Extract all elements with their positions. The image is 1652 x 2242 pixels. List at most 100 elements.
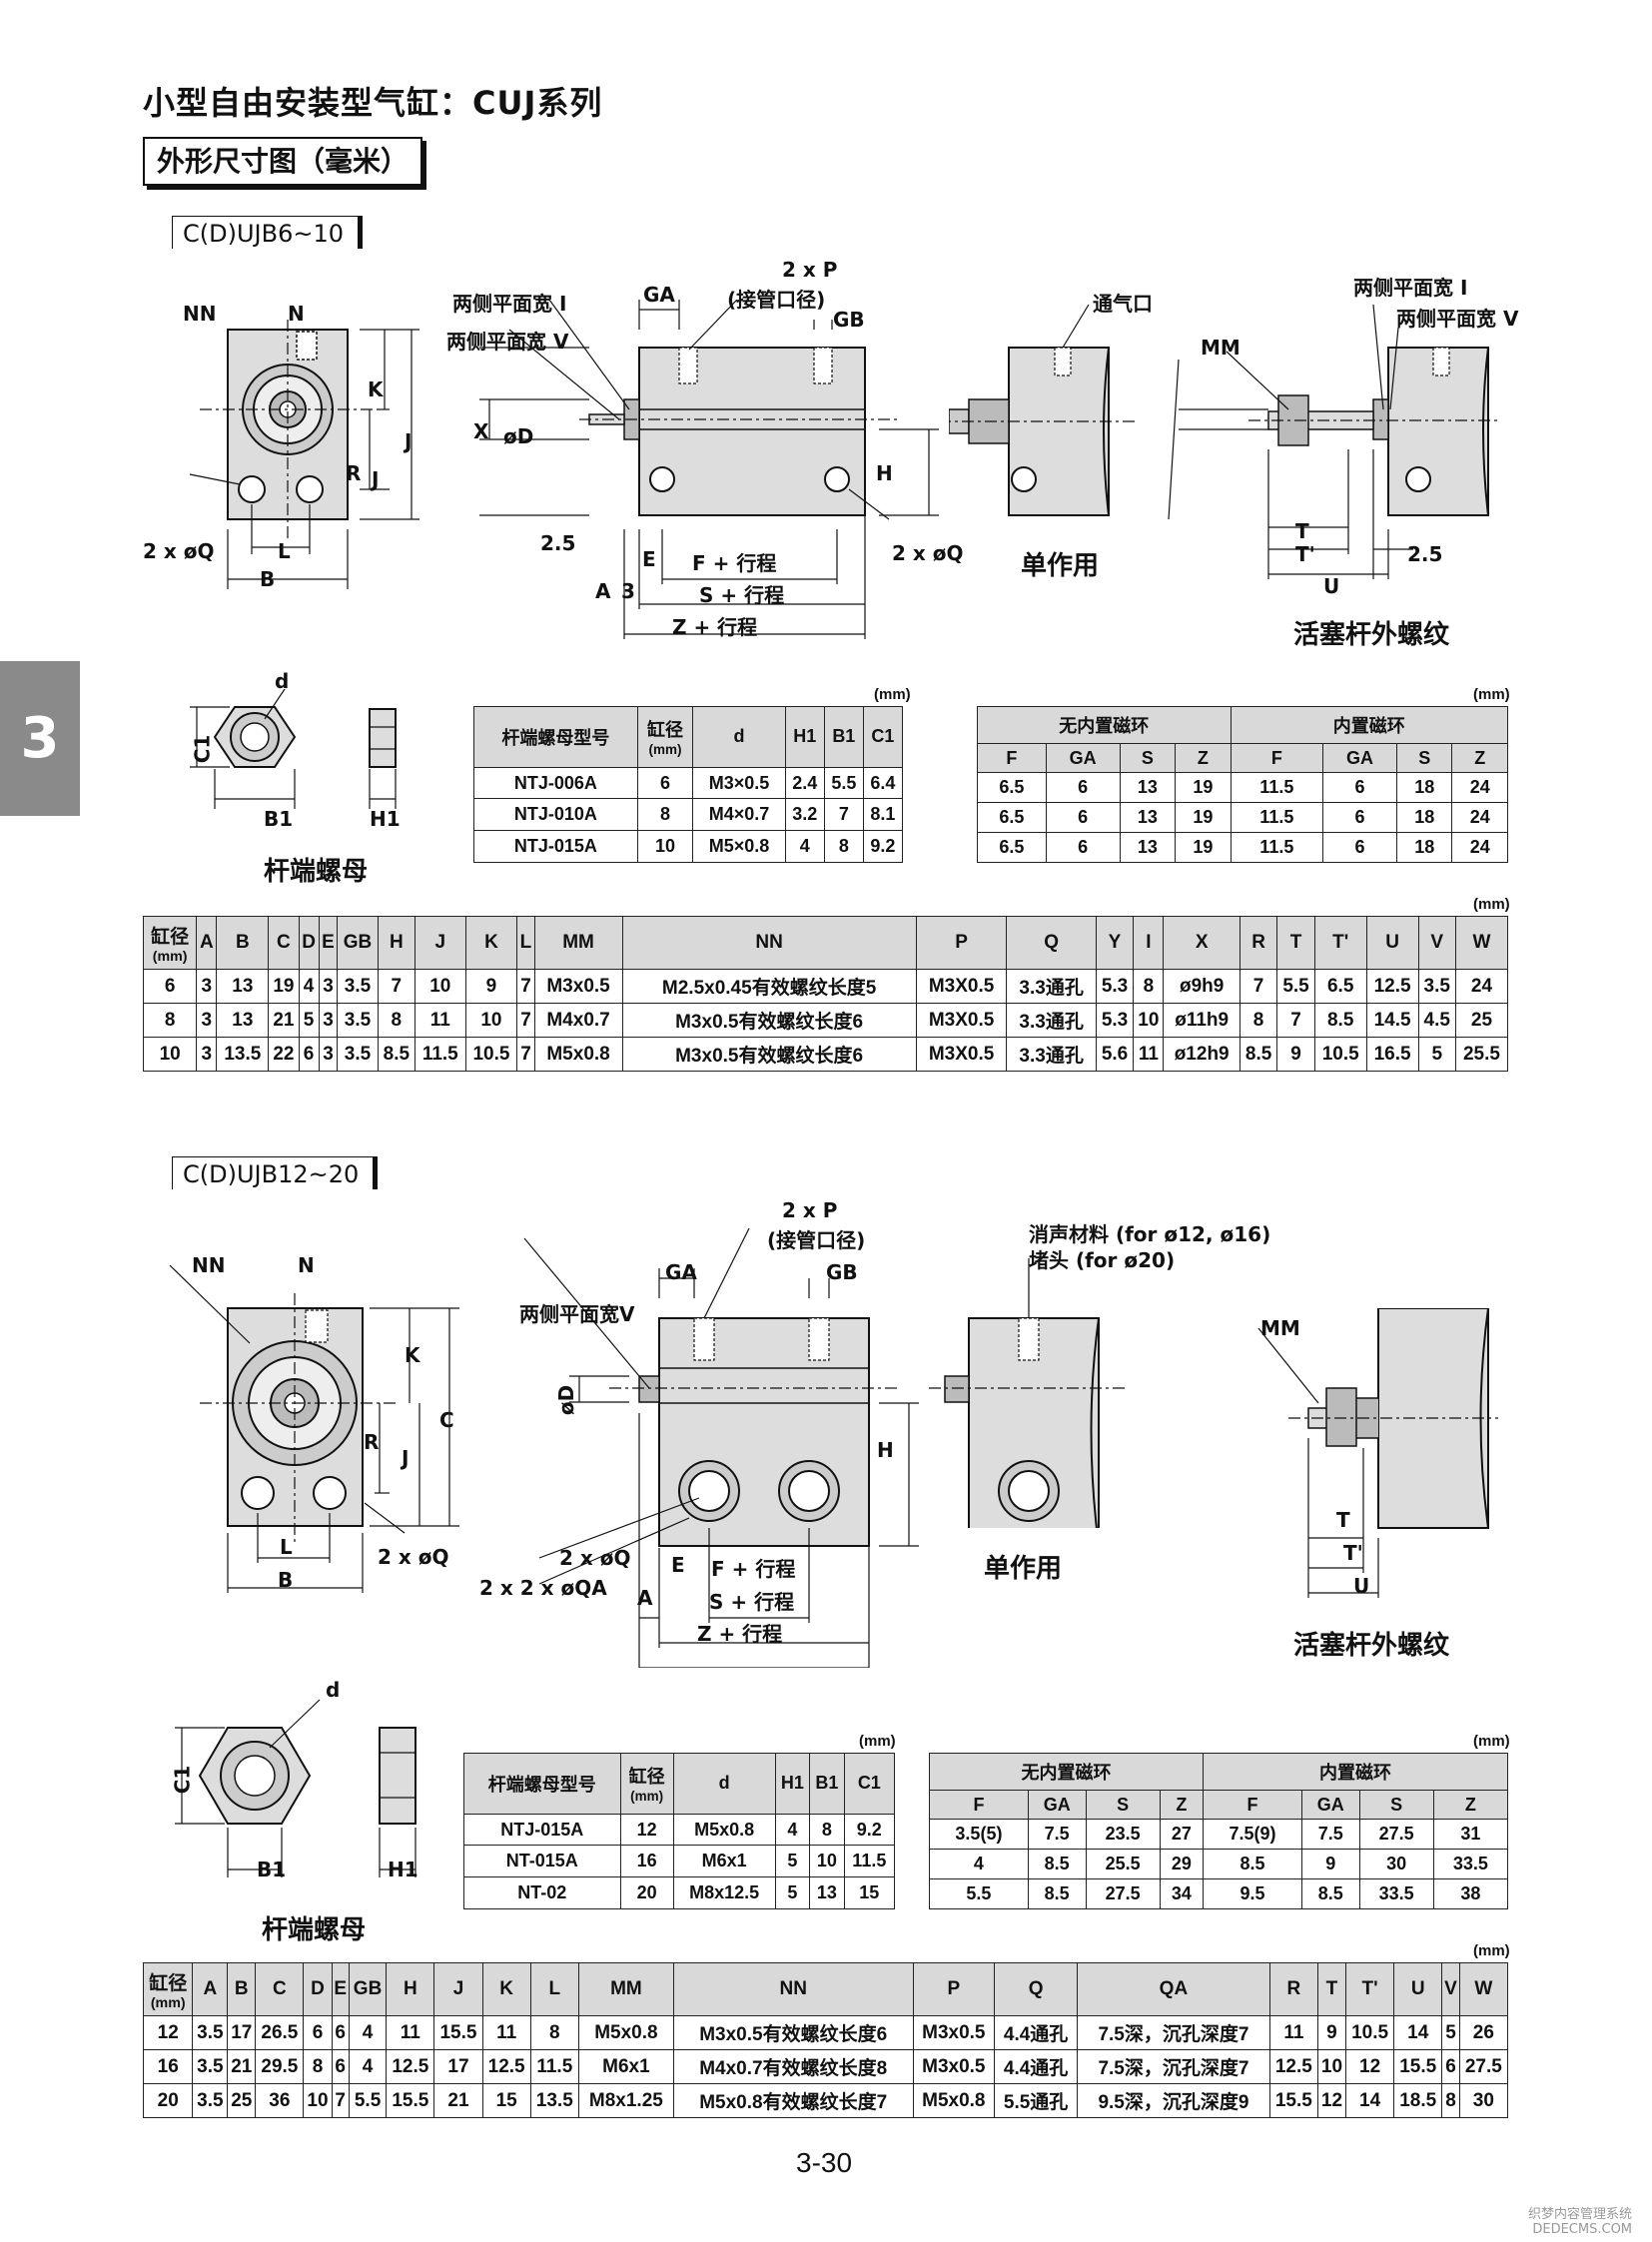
- table-header-cell: GA: [1300, 1789, 1360, 1821]
- table-cell: 11.5: [843, 1845, 896, 1878]
- s1-t-label: T: [1295, 519, 1309, 543]
- table-cell: 7: [823, 798, 864, 832]
- s1-flat-v2-label: 两侧平面宽 V: [1396, 307, 1519, 331]
- group-header-magnet: 内置磁环: [1230, 706, 1509, 744]
- table-cell: 4.4通孔: [994, 2015, 1079, 2051]
- s1-3-label: 3: [621, 579, 635, 603]
- table-cell: 8.5: [1239, 1037, 1278, 1072]
- footer-watermark: 织梦内容管理系统 DEDECMS.COM: [1528, 2207, 1632, 2237]
- s2-d-label: øD: [554, 1384, 579, 1416]
- s1-gb-label: GB: [833, 308, 865, 332]
- s1-a-label: A: [595, 579, 611, 603]
- table-header-cell: P: [912, 1961, 996, 2017]
- table-header-cell: A: [196, 915, 218, 971]
- table-header-cell: H: [386, 1961, 435, 2017]
- table-cell: 11.5: [1230, 832, 1324, 863]
- s1-l-label: L: [278, 539, 291, 563]
- table-cell: 6.5: [977, 772, 1047, 804]
- table-cell: 12.5: [386, 2049, 435, 2085]
- s2-qa-label: 2 x 2 x øQA: [479, 1576, 607, 1600]
- table-header-cell: Q: [994, 1961, 1079, 2017]
- table-cell: 10.5: [1344, 2015, 1395, 2051]
- table-cell: 5.5: [348, 2083, 388, 2118]
- table-cell: 5.5: [929, 1878, 1029, 1909]
- table-header-cell: H1: [784, 706, 825, 768]
- s2-tp-label: T': [1343, 1541, 1363, 1565]
- table-header-cell: F: [1203, 1789, 1302, 1821]
- table-header-cell: d: [692, 706, 786, 768]
- s2-f-stroke-label: F + 行程: [711, 1557, 796, 1581]
- table-header-cell: d: [672, 1753, 776, 1815]
- table-cell: 8: [1239, 1003, 1278, 1039]
- s2-nut-table-unit: (mm): [859, 1733, 896, 1750]
- table-cell: 25.5: [1085, 1849, 1161, 1880]
- group-header-no-magnet: 无内置磁环: [977, 706, 1232, 744]
- table-cell: 3.3通孔: [1006, 1037, 1097, 1072]
- table-cell: 9: [1300, 1849, 1360, 1880]
- table-cell: 7.5深，沉孔深度7: [1077, 2049, 1270, 2085]
- table-cell: 18: [1395, 772, 1453, 804]
- s2-main-table-unit: (mm): [1473, 1942, 1510, 1959]
- table-cell: 26: [1458, 2015, 1509, 2051]
- table-cell: 7: [1276, 1003, 1315, 1039]
- table-header-cell: I: [1133, 915, 1165, 971]
- table-cell: M5x0.8: [672, 1813, 776, 1847]
- s2-nut-c1-label: C1: [170, 1765, 195, 1795]
- table-cell: 6: [1322, 802, 1397, 834]
- s1-nut-c1-label: C1: [190, 734, 215, 764]
- table-cell: 11.5: [1230, 802, 1324, 834]
- table-header-cell: B: [216, 915, 270, 971]
- table-cell: M3X0.5: [915, 1003, 1008, 1039]
- s1-25b-label: 2.5: [1407, 542, 1443, 566]
- table-cell: 3.5: [1417, 969, 1456, 1005]
- table-cell: M6x1: [577, 2049, 674, 2085]
- table-header-cell: 缸径(mm): [619, 1753, 674, 1815]
- table-cell: 11.5: [414, 1037, 466, 1072]
- section2-side-view: [523, 1228, 919, 1668]
- section1-model-label: C(D)UJB6~10: [172, 216, 359, 249]
- s1-flat-i-label: 两侧平面宽 I: [452, 292, 567, 316]
- s1-single-caption: 单作用: [1021, 551, 1100, 581]
- s1-nut-table-unit: (mm): [874, 686, 911, 703]
- table-cell: M3×0.5: [692, 766, 786, 800]
- table-cell: 13.5: [529, 2083, 579, 2118]
- table-cell: 3.2: [784, 798, 825, 832]
- table-cell: 34: [1159, 1878, 1205, 1909]
- s2-magnet-table-unit: (mm): [1473, 1733, 1510, 1750]
- table-cell: 5: [774, 1845, 811, 1878]
- table-cell: 15.5: [1268, 2083, 1318, 2118]
- table-cell: M2.5x0.45有效螺纹长度5: [621, 969, 917, 1005]
- table-cell: 5.6: [1095, 1037, 1135, 1072]
- table-cell: 18.5: [1393, 2083, 1443, 2118]
- table-cell: 12.5: [1365, 969, 1419, 1005]
- table-cell: 3: [318, 1037, 339, 1072]
- table-header-cell: GA: [1322, 742, 1397, 774]
- s2-u-label: U: [1353, 1574, 1370, 1598]
- table-cell: 15.5: [1393, 2049, 1443, 2085]
- table-cell: 16.5: [1365, 1037, 1419, 1072]
- table-header-cell: C: [268, 915, 300, 971]
- s1-x-label: X: [473, 419, 489, 443]
- table-cell: 8.1: [862, 798, 904, 832]
- table-cell: 18: [1395, 832, 1453, 863]
- table-cell: 6.5: [977, 832, 1047, 863]
- table-cell: 12: [619, 1813, 674, 1847]
- table-cell: 8: [1133, 969, 1165, 1005]
- table-cell: 15.5: [433, 2015, 483, 2051]
- table-cell: 20: [619, 1876, 674, 1909]
- s2-a-label: A: [637, 1586, 653, 1610]
- table-header-cell: H: [377, 915, 416, 971]
- table-cell: 13: [1119, 802, 1177, 834]
- table-cell: 3.5: [192, 2083, 229, 2118]
- table-cell: 6: [142, 969, 198, 1005]
